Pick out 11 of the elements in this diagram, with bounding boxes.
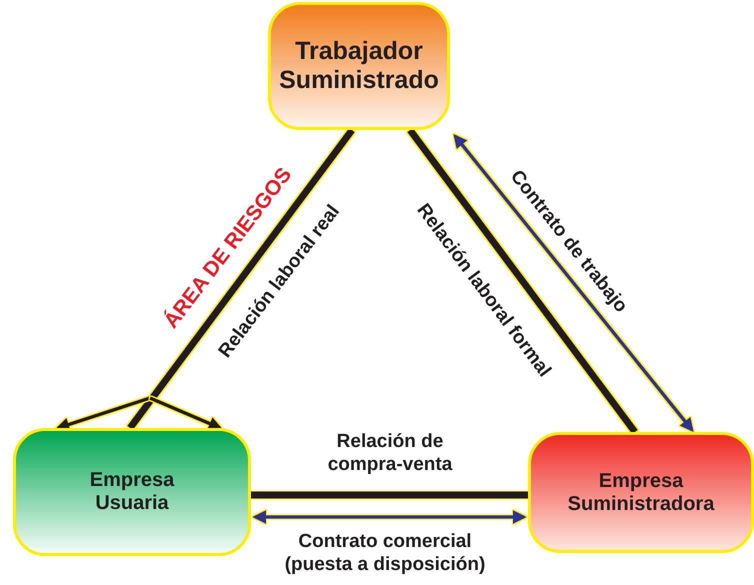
connector-line: [407, 128, 638, 434]
arrow: [453, 134, 694, 432]
entity-box: [13, 428, 251, 556]
entity-name: Empresa Suministradora: [566, 470, 716, 516]
entity-box: [528, 432, 754, 553]
arrow: [252, 510, 527, 524]
connector-line: [127, 128, 355, 430]
entity-name: Empresa Usuaria: [88, 469, 176, 515]
connector-line: [251, 492, 528, 498]
entity-box: [268, 2, 450, 130]
entity-name: Trabajador Suministrado: [278, 37, 440, 95]
